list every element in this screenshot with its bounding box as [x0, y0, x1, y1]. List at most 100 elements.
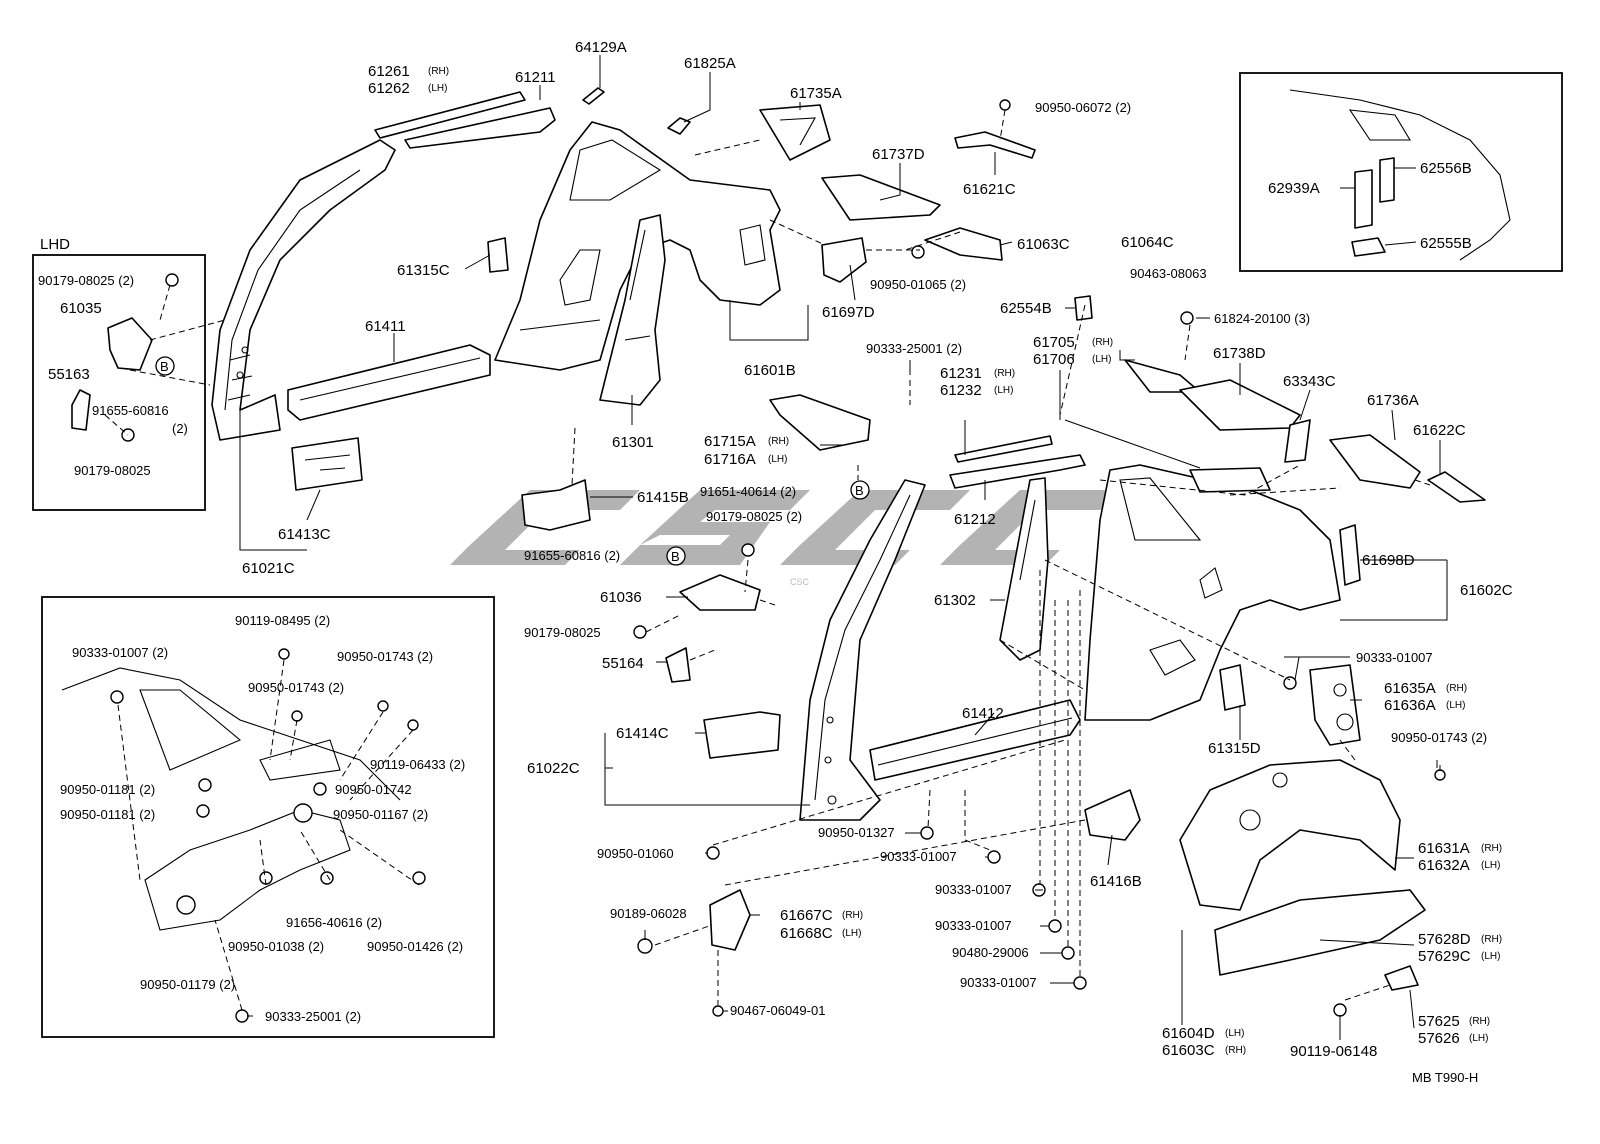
label-90333-01007-b: 90333-01007	[935, 882, 1012, 897]
label-61706: 61706	[1033, 351, 1075, 368]
part-63343c	[1284, 419, 1311, 463]
part-62555b	[1351, 237, 1386, 257]
label-61667c: 61667C	[780, 907, 833, 924]
label-61697d: 61697D	[822, 304, 875, 321]
label-90333-01007-c: 90333-01007	[935, 918, 1012, 933]
label-91655-60816-mid: 91655-60816 (2)	[524, 548, 620, 563]
part-61697d	[821, 237, 867, 283]
lhd-inset-box	[32, 254, 206, 511]
label-57626: 57626	[1418, 1030, 1460, 1047]
part-61064c-line	[1064, 419, 1201, 469]
label-61668c: 61668C	[780, 925, 833, 942]
label-61412: 61412	[962, 705, 1004, 722]
part-deck-panel	[1189, 467, 1271, 493]
label-61735a: 61735A	[790, 85, 842, 102]
label-90480-29006: 90480-29006	[952, 945, 1029, 960]
label-61063c: 61063C	[1017, 236, 1070, 253]
clip-icon-i-91656-40616	[320, 871, 334, 885]
clip-icon-i-90950-01181a	[198, 778, 212, 792]
clip-icon-i-90950-01742	[313, 782, 327, 796]
part-64129a	[582, 87, 605, 105]
clip-icon-90467-06049	[712, 1005, 724, 1017]
part-62556b	[1379, 157, 1395, 203]
plug-icon-90480-29006	[1061, 946, 1075, 960]
label-61622c: 61622C	[1413, 422, 1466, 439]
label-61262-side: (LH)	[428, 83, 447, 94]
plug-icon-90333-01007-c	[1048, 919, 1062, 933]
label-57625: 57625	[1418, 1013, 1460, 1030]
part-61621c	[954, 131, 1036, 159]
label-lhd: LHD	[40, 236, 70, 253]
part-61036	[679, 574, 761, 611]
ref-marker-b-mid1-text: B	[855, 483, 864, 498]
label-61021c: 61021C	[242, 560, 295, 577]
part-55163	[71, 389, 91, 431]
part-61416b	[1084, 789, 1141, 841]
label-61261: 61261	[368, 63, 410, 80]
label-61603c-side: (RH)	[1225, 1045, 1246, 1056]
label-61631a-side: (RH)	[1481, 843, 1502, 854]
part-61212-roof-rail	[949, 454, 1086, 489]
label-64129a: 64129A	[575, 39, 627, 56]
part-61022c-front-pillar-rh	[799, 479, 926, 821]
part-61735a	[759, 104, 831, 161]
label-90333-01007-e: 90333-01007	[1356, 650, 1433, 665]
label-91651-40614: 91651-40614 (2)	[700, 484, 796, 499]
part-61622c	[1427, 471, 1486, 503]
label-61315d: 61315D	[1208, 740, 1261, 757]
label-61211: 61211	[515, 69, 556, 86]
part-62939a	[1354, 169, 1373, 229]
label-i-90950-01038: 90950-01038 (2)	[228, 939, 324, 954]
label-61635a-side: (RH)	[1446, 683, 1467, 694]
solid-leaders	[239, 55, 1448, 1040]
label-61604d-side: (LH)	[1225, 1028, 1244, 1039]
part-62554b	[1074, 295, 1093, 321]
label-90950-01065: 90950-01065 (2)	[870, 277, 966, 292]
clip-icon-90950-01327	[920, 826, 934, 840]
part-61231-roof-rail	[954, 435, 1053, 463]
ref-marker-b-mid2	[666, 546, 686, 566]
label-90119-06148: 90119-06148	[1290, 1043, 1377, 1060]
plug-icon-90333-01007-d	[1073, 976, 1087, 990]
label-61621c: 61621C	[963, 181, 1016, 198]
label-61715a: 61715A	[704, 433, 756, 450]
nut-icon-90179-08025-a	[165, 273, 179, 287]
label-61232-side: (LH)	[994, 385, 1013, 396]
label-i-90950-01426: 90950-01426 (2)	[367, 939, 463, 954]
label-61705-side: (RH)	[1092, 337, 1113, 348]
label-61824-20100: 61824-20100 (3)	[1214, 311, 1310, 326]
ref-marker-b-mid1	[850, 480, 870, 500]
plug-icon-i-90950-01179	[176, 895, 196, 915]
label-61232: 61232	[940, 382, 982, 399]
part-61736a	[1329, 434, 1421, 489]
label-61413c: 61413C	[278, 526, 331, 543]
label-61715a-side: (RH)	[768, 436, 789, 447]
label-61602c: 61602C	[1460, 582, 1513, 599]
label-61022c: 61022C	[527, 760, 580, 777]
ref-marker-b-lhd-text: B	[160, 359, 169, 374]
label-90467-06049-01: 90467-06049-01	[730, 1003, 825, 1018]
part-61413c-bracket	[291, 437, 363, 491]
label-61301: 61301	[612, 434, 654, 451]
label-62554b: 62554B	[1000, 300, 1052, 317]
part-61301-center-pillar	[599, 214, 666, 406]
label-61698d: 61698D	[1362, 552, 1415, 569]
label-90333-01007-d: 90333-01007	[960, 975, 1037, 990]
bolt-icon-i-90119-08495	[278, 648, 290, 660]
part-61602c-quarter-panel	[1084, 464, 1341, 721]
part-labels: 61261 (RH) 61262 (LH) 61211 64129A 61825…	[38, 39, 1513, 1085]
plug-icon-i-90950-01167	[293, 803, 313, 823]
label-91655-60816: 91655-60816	[92, 403, 169, 418]
clip-icon-61824-20100	[1180, 311, 1194, 325]
label-61036: 61036	[600, 589, 642, 606]
part-61021c-front-pillar	[211, 139, 396, 441]
label-61668c-side: (LH)	[842, 928, 861, 939]
label-90179-08025-mid2: 90179-08025	[524, 625, 601, 640]
part-61635a	[1309, 664, 1361, 746]
clip-icon-i-90950-01181b	[196, 804, 210, 818]
label-61632a: 61632A	[1418, 857, 1470, 874]
label-61064c: 61064C	[1121, 234, 1174, 251]
label-61631a: 61631A	[1418, 840, 1470, 857]
part-61315d	[1219, 664, 1246, 711]
part-61737d	[821, 174, 941, 221]
